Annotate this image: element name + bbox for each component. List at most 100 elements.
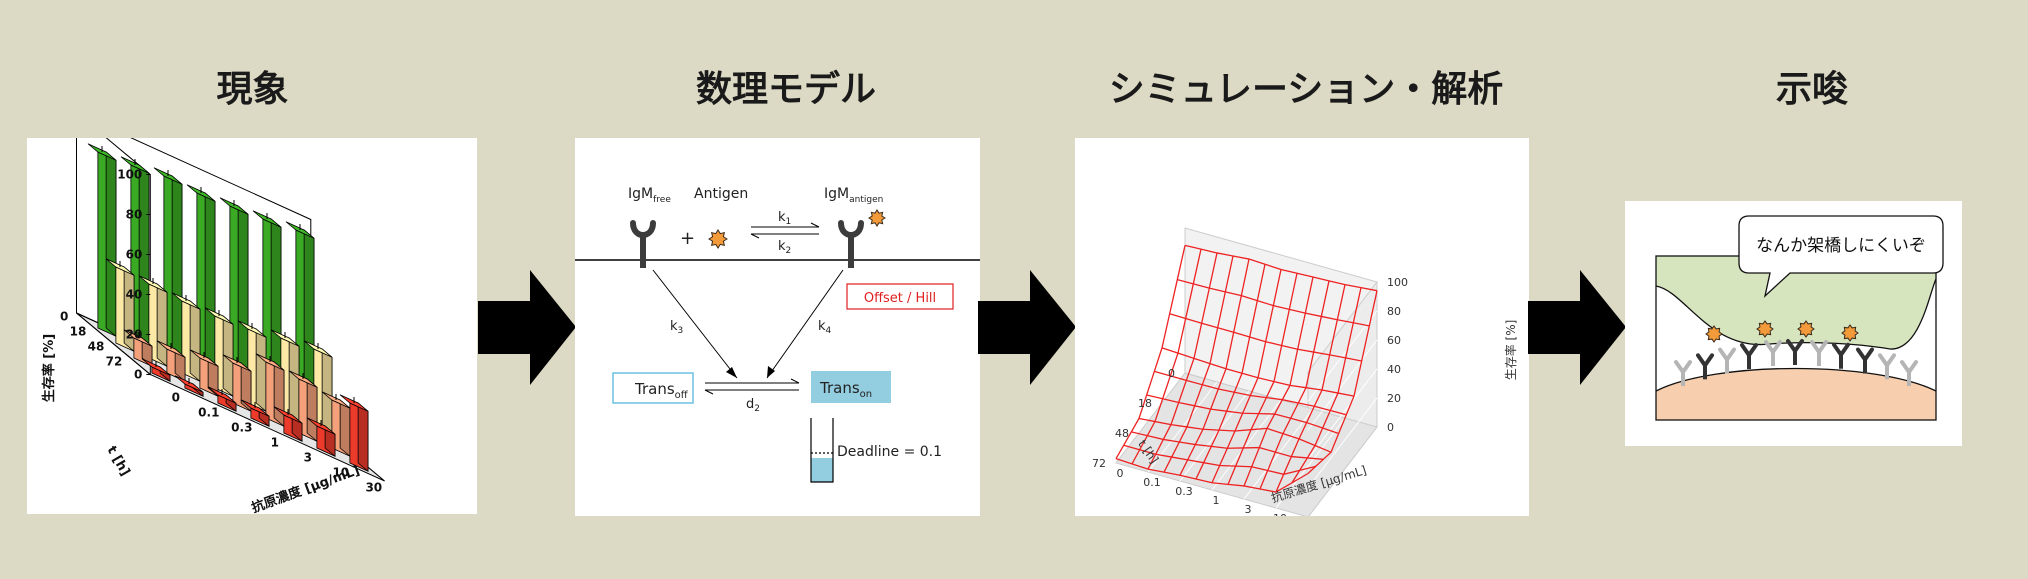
surface-x-tick: 0 [1117,467,1124,480]
flow-arrow-2 [978,270,1076,385]
surface-grid-line [1243,408,1314,500]
bar-chart-x-tick: 3 [304,451,312,465]
k1-label: k [778,210,786,225]
antigen-icon [1756,320,1774,338]
bar-chart-ztick-label: 0 [134,368,142,382]
bar-3d [240,399,270,428]
surface-grid-line [1307,339,1378,431]
model-panel: IgMfree Antigen + IgMantigen k1 k2 k3 k4… [575,138,980,516]
receptor-icon [1810,339,1828,366]
surface-grid-line [1179,390,1250,482]
surface-grid-line [1275,417,1346,509]
bar-3d [339,394,369,473]
svg-text:Transoff: Transoff [634,380,689,401]
receptor-icon [1740,343,1758,370]
receptor-arms [1810,339,1828,356]
igm-antigen-sub: antigen [849,195,883,205]
bar-3d [273,406,303,443]
trans-on-label: Trans [819,379,860,397]
d2-label: d [746,397,754,412]
bar-chart-ylabel: 生存率 [%] [41,334,57,402]
bar-3d [186,184,216,383]
bar-chart-x-tick: 10 [332,466,349,480]
bar-side-face [288,337,300,428]
surface-mesh-line [1275,284,1346,493]
surface-grid-line [1307,397,1378,489]
receptor-arms [1832,342,1850,359]
receptor-arms [1900,360,1918,376]
trans-off-box [612,372,694,404]
bar-chart-ztick-label: 40 [126,288,143,302]
receptor-arms [1856,347,1874,364]
bar-chart-t-tick: 0 [60,310,68,324]
bar-chart-x-tick: 0 [172,391,180,405]
k3-label: k [670,319,678,334]
receptor-icon [1696,353,1714,380]
k2-sub: 2 [786,246,792,256]
k4-sub: 4 [826,326,832,336]
receptor-arms [1764,339,1782,356]
receptor-icon [1856,347,1874,374]
bar-3d [288,370,318,443]
stage-heading-implication: 示唆 [1775,69,1848,110]
surface-mesh-line [1179,258,1250,476]
surface-mesh-line [1259,280,1330,490]
offset-hill-label: Offset / Hill [864,291,936,306]
bar-side-face [255,328,267,413]
surface-mesh-line [1163,255,1234,473]
deadline-beaker-icon [810,418,834,483]
bar-3d [87,143,117,338]
antigen-icon [868,209,886,227]
offset-hill-box [846,283,954,310]
svg-text:k4: k4 [818,319,832,336]
bar-3d [204,307,234,398]
bar-chart-x-tick: 1 [271,436,279,450]
igm-free-icon [630,220,656,268]
receptor-icon [1878,353,1896,380]
surface-x-tick: 3 [1245,503,1252,516]
transition-arrows [704,378,800,395]
receptor-icon [1786,339,1804,366]
surface-mesh-line [1211,269,1282,484]
implication-panel: なんか架橋しにくいぞ [1625,201,1962,446]
receptor-icon [1900,360,1918,387]
bar-chart-x-label: 抗原濃度 [μg/mL] [249,462,361,514]
bar-side-face [306,378,318,443]
bar-3d [207,386,237,413]
surface-ztick-label: 60 [1387,334,1401,347]
igm-antigen-icon [838,220,864,268]
surface-mesh-line [1195,264,1266,480]
svg-text:k2: k2 [778,239,791,256]
bar-chart-x-tick: 0.3 [231,421,252,435]
bar-chart-ztick-label: 80 [126,208,143,222]
bar-chart-t-tick: 72 [106,355,123,369]
bar-side-face [339,399,351,458]
model-diagram: IgMfree Antigen + IgMantigen k1 k2 k3 k4… [575,186,980,483]
implication-illustration: なんか架橋しにくいぞ [1655,215,1944,421]
svg-text:IgMantigen: IgMantigen [824,186,883,205]
flow-arrow-3 [1528,270,1626,385]
flow-arrow-1 [478,270,576,385]
surface-x-tick: 0.3 [1175,485,1193,498]
surface-ztick-label: 0 [1387,421,1394,434]
k4-arrow [766,269,844,379]
trans-off-label: Trans [634,380,675,398]
binding-equilibrium-arrows [750,222,820,239]
surface-mesh-line [1227,273,1298,485]
antigen-icon [1841,324,1859,342]
surface-t-tick: 48 [1115,427,1129,440]
igm-antigen-label: IgM [824,186,849,202]
surface-mesh-line [1131,249,1202,465]
bar-3d [174,375,204,398]
bar-chart-t-tick: 18 [70,325,87,339]
bar-side-face [156,283,168,368]
bar-3d [306,417,336,458]
surface-mesh-line [1291,287,1362,484]
surface-ztick-label: 20 [1387,392,1401,405]
surface-mesh-line [1243,276,1314,487]
receptor-icon [1764,339,1782,366]
bar-3d [189,349,219,398]
bar-chart-t-tick: 48 [88,340,105,354]
